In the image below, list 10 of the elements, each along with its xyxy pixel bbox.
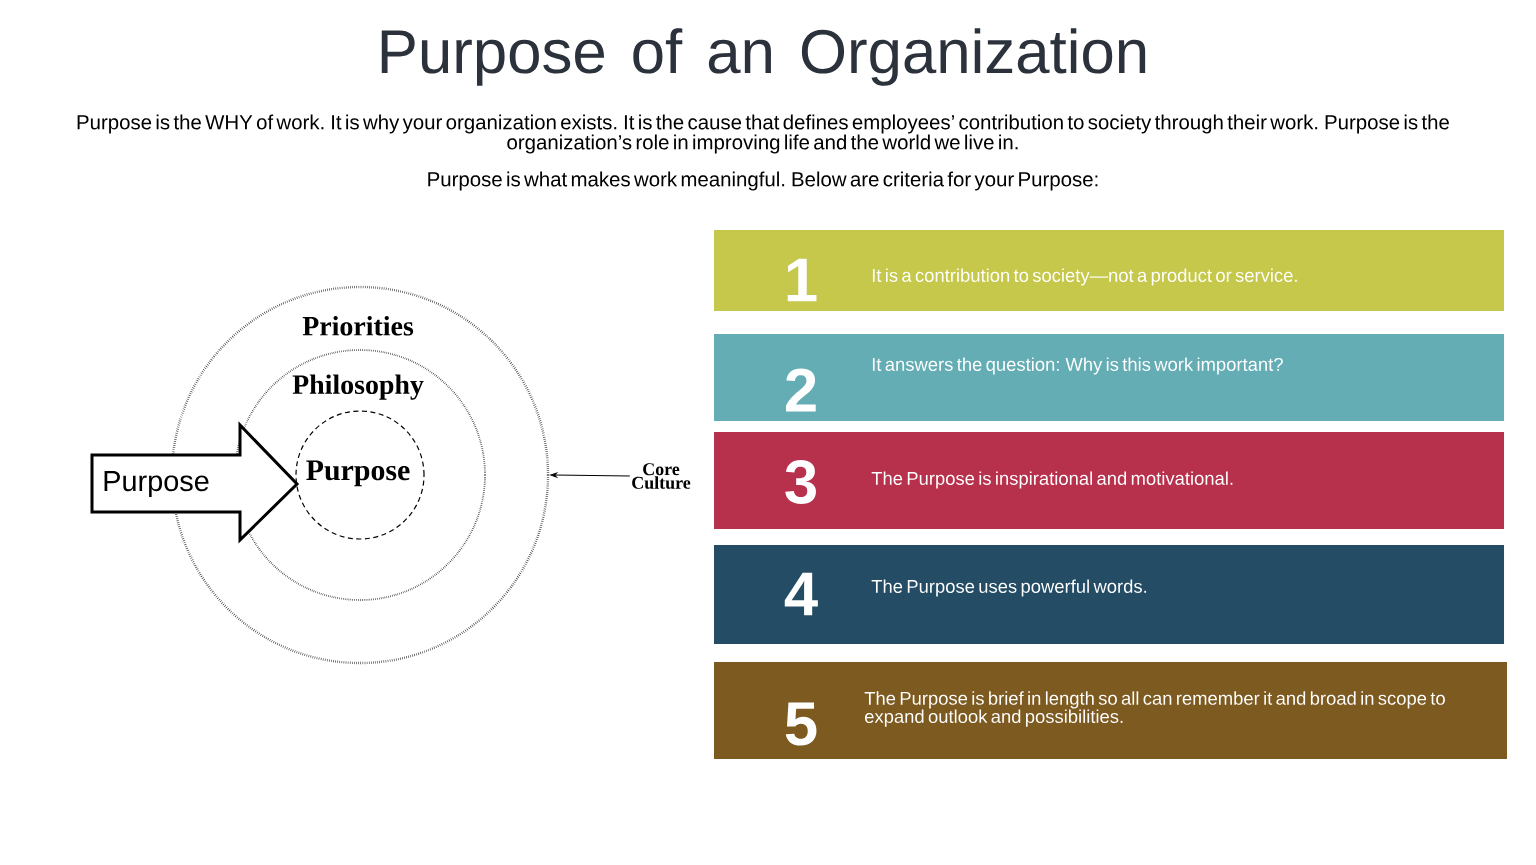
criterion-band: 5 The Purpose is brief in length so all can remember it and broad in scope to expand outlook and possibilities. [714,662,1508,759]
intro-text: Purpose is the WHY of work. It is why your organization exists. It is the cause that defines employees’ contribution to society through their work. Purpose is the organization’s role in improving life and the world we live in. [77,114,1449,154]
criterion-band: 1 It is a contribution to society—not a product or service. [714,230,1505,311]
criterion-band: 4 The Purpose uses powerful words. [714,545,1505,644]
arrow [550,472,631,478]
criterion-band: 2 It answers the question: Why is this work important? [714,334,1505,421]
title: Purpose of an Organization [381,28,1146,86]
criterion-band: 3 The Purpose is inspirational and motivational. [714,432,1505,529]
intro-text: Purpose is what makes work meaningful. Below are criteria for your Purpose: [428,171,1098,191]
callout-text: Core Culture [632,463,691,489]
